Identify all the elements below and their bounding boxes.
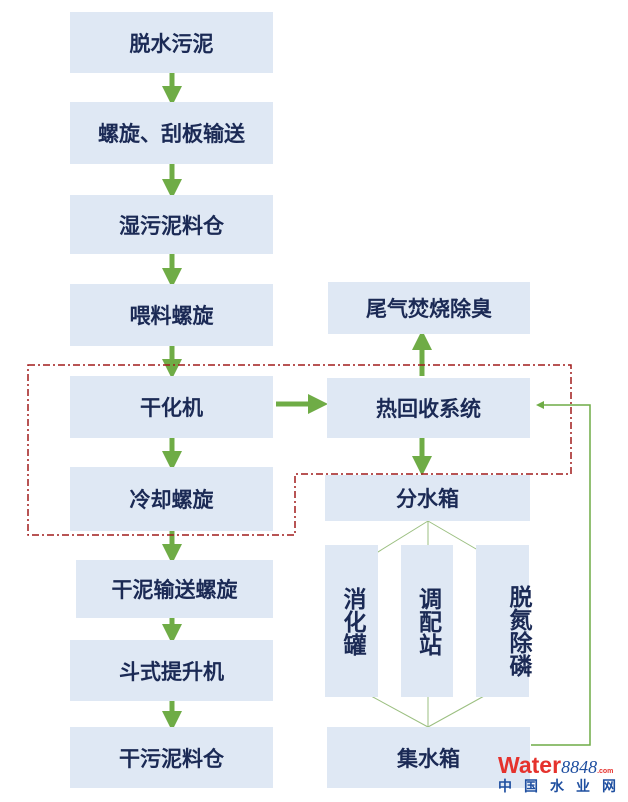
step-digester: 消化罐 — [325, 545, 378, 697]
step-water-collect-tank: 集水箱 — [327, 727, 530, 788]
feedback-line — [531, 401, 591, 746]
step-dry-sludge-silo: 干污泥料仓 — [70, 727, 273, 788]
step-bucket-elevator: 斗式提升机 — [70, 640, 273, 701]
step-dry-sludge-screw: 干泥输送螺旋 — [76, 560, 273, 618]
step-screw-scraper-conveyor: 螺旋、刮板输送 — [70, 102, 273, 164]
step-dryer: 干化机 — [70, 376, 273, 438]
dryer-zone-dashed-border — [27, 364, 572, 536]
step-exhaust-incineration: 尾气焚烧除臭 — [328, 282, 530, 334]
step-wet-sludge-silo: 湿污泥料仓 — [70, 195, 273, 254]
step-heat-recovery: 热回收系统 — [327, 378, 530, 438]
step-cooling-screw: 冷却螺旋 — [70, 467, 273, 531]
step-blending-station: 调配站 — [401, 545, 453, 697]
step-dewatered-sludge: 脱水污泥 — [70, 12, 273, 73]
step-water-split-tank: 分水箱 — [325, 475, 530, 521]
step-feed-screw: 喂料螺旋 — [70, 284, 273, 346]
watermark-logo: Water8848.com 中国水业网 — [498, 752, 628, 795]
step-denitrification-phosphorus: 脱氮除磷 — [476, 545, 531, 697]
